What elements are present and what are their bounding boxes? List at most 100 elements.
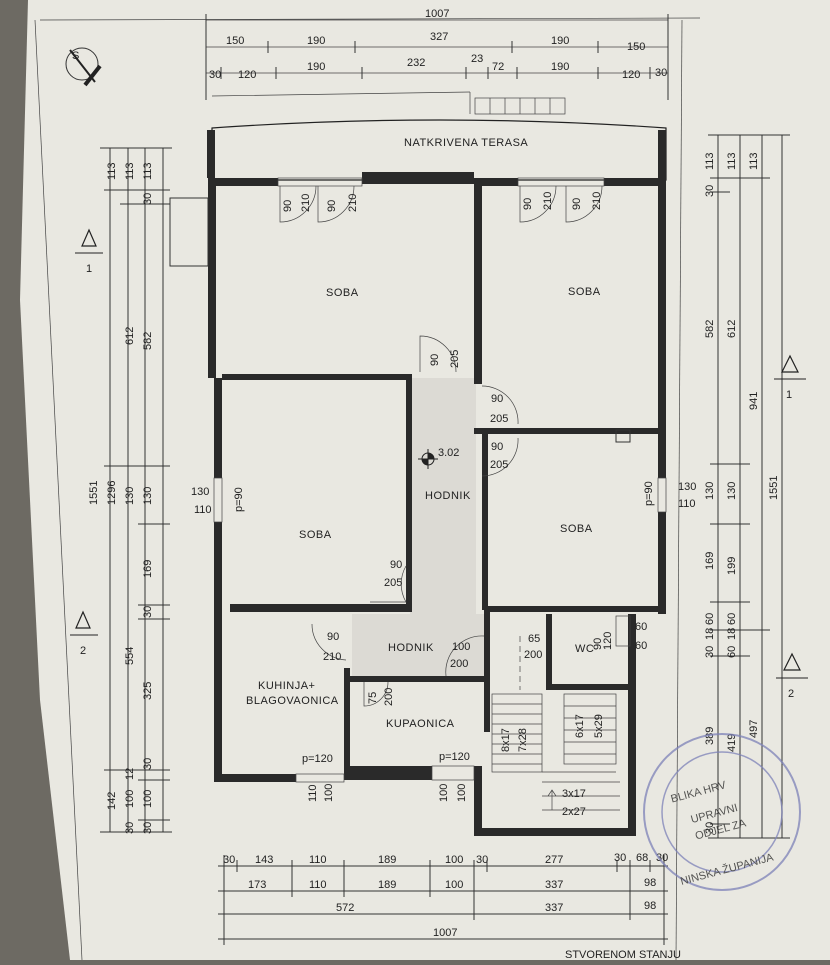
door-8-w: 90 bbox=[327, 631, 339, 643]
lower-hall-fill bbox=[352, 614, 490, 682]
dim-left-c4-0: 113 bbox=[142, 162, 154, 180]
dim-top-r2-6: 190 bbox=[551, 61, 569, 73]
level-mark-icon bbox=[418, 449, 438, 469]
dim-bottom-r2-0: 173 bbox=[248, 879, 266, 891]
dim-left-c4-4: 169 bbox=[142, 560, 154, 578]
section-marker-2-left: 2 bbox=[70, 610, 98, 657]
dim-left-c4-6: 325 bbox=[142, 682, 154, 700]
terrace-railing bbox=[211, 91, 566, 115]
door-10-w: 75 bbox=[367, 692, 379, 704]
door-11-w: 65 bbox=[528, 633, 540, 645]
left-dimensions: 1551 113 113 113 30 612 582 1296 130 130… bbox=[70, 147, 172, 834]
dim-bottom-r2-4: 337 bbox=[545, 879, 563, 891]
footer-fragment: STVORENOM STANJU bbox=[565, 949, 681, 960]
dim-bottom-r1-9: 30 bbox=[656, 852, 668, 864]
door-4-h: 205 bbox=[449, 350, 461, 368]
level-mark-label: 3.02 bbox=[438, 447, 459, 459]
dim-right-b0: 113 bbox=[726, 152, 738, 170]
window-1-sill: p=90 bbox=[643, 481, 655, 506]
dim-bottom-r1-3: 189 bbox=[378, 854, 396, 866]
bottom-dimensions: 30 143 110 189 100 30 277 30 68 30 173 1… bbox=[218, 852, 681, 961]
door-9-h: 200 bbox=[450, 658, 468, 670]
dim-right-a9: 30 bbox=[704, 822, 716, 834]
dim-left-c4-9b: 100 bbox=[142, 790, 154, 808]
dim-right-c1: 941 bbox=[748, 392, 760, 410]
label-room-w: SOBA bbox=[299, 529, 332, 541]
paper-border-left bbox=[34, 19, 83, 961]
window-3-h: 100 bbox=[456, 784, 468, 802]
dim-left-c2-2: 554 bbox=[124, 647, 136, 665]
dim-left-c4-8: 30 bbox=[142, 758, 154, 770]
dim-right-b2: 130 bbox=[726, 482, 738, 500]
dim-top-r2-7: 120 bbox=[622, 69, 640, 81]
door-12-w: 90 bbox=[592, 638, 604, 650]
dim-right-b6: 60 bbox=[726, 646, 738, 658]
north-label: S bbox=[72, 50, 79, 62]
dim-right-a1: 30 bbox=[704, 185, 716, 197]
door-12-h: 120 bbox=[602, 632, 614, 650]
dim-top-r2-3: 232 bbox=[407, 57, 425, 69]
door-3-h: 210 bbox=[591, 192, 603, 210]
dim-right-outer: 1551 bbox=[768, 476, 780, 500]
stairs-1a: 8x17 bbox=[500, 728, 512, 752]
dim-bottom-r1-7: 30 bbox=[614, 852, 626, 864]
window-4-w: 60 bbox=[635, 621, 647, 633]
door-10-h: 200 bbox=[383, 688, 395, 706]
top-dimensions: 1007 150 190 327 190 150 30 120 190 232 … bbox=[205, 8, 669, 100]
door-9-w: 100 bbox=[452, 641, 470, 653]
dim-bottom-r2-2: 189 bbox=[378, 879, 396, 891]
stairs-3b: 2x27 bbox=[562, 806, 586, 818]
door-7-h: 205 bbox=[384, 577, 402, 589]
door-swings bbox=[279, 185, 603, 707]
dim-right-b7: 419 bbox=[726, 734, 738, 752]
wall-east bbox=[658, 178, 666, 478]
dim-bottom-r3-2: 98 bbox=[644, 900, 656, 912]
window-2-w: 110 bbox=[307, 784, 319, 802]
dim-top-r1-3: 190 bbox=[551, 35, 569, 47]
door-5-h: 205 bbox=[490, 413, 508, 425]
dim-left-c3-0: 113 bbox=[124, 162, 136, 180]
dim-top-r1-2: 327 bbox=[430, 31, 448, 43]
dim-bottom-r1-5: 30 bbox=[476, 854, 488, 866]
dim-right-b3: 199 bbox=[726, 557, 738, 575]
dim-right-a5: 60 bbox=[704, 613, 716, 625]
dim-right-b5: 18 bbox=[726, 628, 738, 640]
dim-left-c4-2: 582 bbox=[142, 332, 154, 350]
dim-right-a3: 130 bbox=[704, 482, 716, 500]
door-1-w: 90 bbox=[326, 200, 338, 212]
dim-left-c4-9: 100 bbox=[124, 790, 136, 808]
section-marker-1-right: 1 bbox=[774, 354, 806, 401]
dim-top-r2-0: 30 bbox=[209, 69, 221, 81]
paper-border-top bbox=[39, 17, 701, 21]
dim-left-c4-10: 30 bbox=[142, 822, 154, 834]
window-0-w: 130 bbox=[191, 486, 209, 498]
dim-right-c2: 497 bbox=[748, 720, 760, 738]
section-marker-1-left: 1 bbox=[75, 228, 103, 275]
terrace-outline bbox=[211, 119, 667, 181]
window-3-sill: p=120 bbox=[439, 751, 470, 763]
dim-bottom-r3-1: 337 bbox=[545, 902, 563, 914]
door-6-h: 205 bbox=[490, 459, 508, 471]
svg-text:1: 1 bbox=[86, 263, 92, 275]
dim-left-c2-0: 113 bbox=[106, 162, 118, 180]
label-wc: WC bbox=[575, 643, 594, 655]
door-7-w: 90 bbox=[390, 559, 402, 571]
dim-bottom-r1-2: 110 bbox=[309, 854, 327, 866]
dim-left-c4-1: 30 bbox=[142, 193, 154, 205]
label-kitchen-1: KUHINJA+ bbox=[258, 680, 316, 692]
door-2-h: 210 bbox=[542, 192, 554, 210]
door-1-h: 210 bbox=[347, 194, 359, 212]
dim-bottom-r2-1: 110 bbox=[309, 879, 327, 891]
door-5-w: 90 bbox=[491, 393, 503, 405]
window-1-w: 130 bbox=[678, 481, 696, 493]
dim-right-a7: 30 bbox=[704, 646, 716, 658]
section-marker-2-right: 2 bbox=[776, 652, 808, 700]
hall-fill bbox=[410, 378, 476, 614]
dim-top-total: 1007 bbox=[425, 8, 449, 20]
building-plan: 3.02 NATKRIVENA TERASA SOBA SOBA SOBA SO… bbox=[169, 91, 696, 836]
dim-left-c4-5: 30 bbox=[142, 606, 154, 618]
svg-text:1: 1 bbox=[786, 389, 792, 401]
door-4-w: 90 bbox=[429, 354, 441, 366]
dim-right-a4: 169 bbox=[704, 552, 716, 570]
